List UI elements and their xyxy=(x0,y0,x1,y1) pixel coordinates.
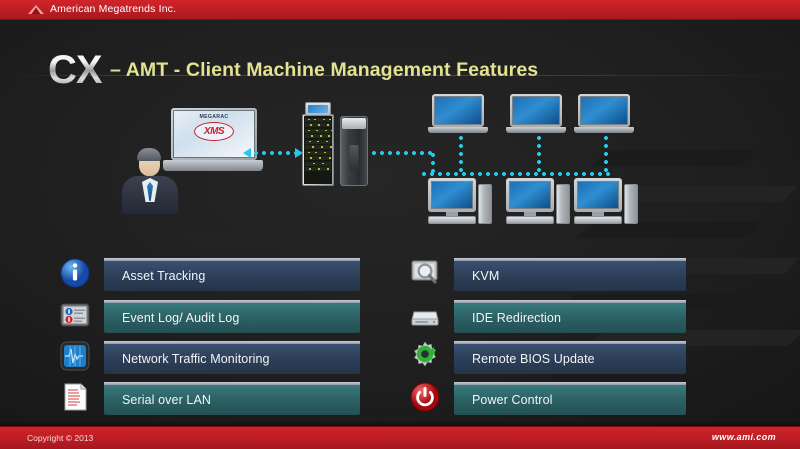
title-divider xyxy=(8,75,792,76)
bus-riser xyxy=(431,151,435,174)
client-drop-line xyxy=(537,134,541,174)
cx-logotype: CX xyxy=(48,48,103,92)
feature-event-log[interactable]: Event Log/ Audit Log xyxy=(104,300,360,333)
title-row: CX – AMT - Client Machine Management Fea… xyxy=(0,24,800,90)
feature-remote-bios-update[interactable]: Remote BIOS Update xyxy=(454,341,686,374)
event-log-icon xyxy=(60,300,90,330)
monitor-magnifier-icon xyxy=(410,258,440,288)
company-name: American Megatrends Inc. xyxy=(50,3,177,15)
page-title: – AMT - Client Machine Management Featur… xyxy=(110,59,539,81)
server-rack xyxy=(302,102,334,186)
feature-serial-over-lan[interactable]: Serial over LAN xyxy=(104,382,360,415)
title-separator: – xyxy=(110,59,121,81)
megarac-wordmark: MEGARAC xyxy=(199,114,229,120)
feature-asset-tracking[interactable]: Asset Tracking xyxy=(104,258,360,291)
feature-network-traffic-monitoring[interactable]: Network Traffic Monitoring xyxy=(104,341,360,374)
hard-drive-icon xyxy=(410,300,440,330)
link-server-bus xyxy=(370,151,433,155)
client-network-bus xyxy=(420,172,610,176)
footer-bar: Copyright © 2013 www.ami.com xyxy=(0,426,800,449)
title-main-text: AMT - Client Machine Management Features xyxy=(125,59,539,81)
administrator-figure xyxy=(120,134,190,224)
info-circle-icon xyxy=(60,258,90,288)
rack-console-screen xyxy=(305,102,331,116)
admin-laptop: MEGARAC XMS xyxy=(163,108,263,182)
brand-header-bar: American Megatrends Inc. xyxy=(0,0,800,20)
copyright-text: Copyright © 2013 xyxy=(27,433,94,443)
feature-label: Network Traffic Monitoring xyxy=(122,352,270,366)
feature-kvm[interactable]: KVM xyxy=(454,258,686,291)
feature-label: Event Log/ Audit Log xyxy=(122,311,240,325)
feature-power-control[interactable]: Power Control xyxy=(454,382,686,415)
feature-label: Serial over LAN xyxy=(122,393,212,407)
feature-label: Remote BIOS Update xyxy=(472,352,595,366)
client-drop-line xyxy=(459,134,463,174)
bg-chevron xyxy=(143,232,377,246)
feature-label: Asset Tracking xyxy=(122,269,206,283)
website-url[interactable]: www.ami.com xyxy=(711,432,776,442)
document-lines-icon xyxy=(60,382,90,412)
feature-ide-redirection[interactable]: IDE Redirection xyxy=(454,300,686,333)
server-tower xyxy=(340,116,368,186)
link-admin-server xyxy=(252,151,297,155)
gear-refresh-icon xyxy=(410,341,440,371)
network-monitor-icon xyxy=(60,341,90,371)
footer-shadow xyxy=(0,421,800,427)
feature-label: KVM xyxy=(472,269,500,283)
xms-logo: XMS xyxy=(194,122,234,141)
client-drop-line xyxy=(604,134,608,174)
feature-label: IDE Redirection xyxy=(472,311,562,325)
link-arrow-left xyxy=(243,148,251,158)
link-arrow-right xyxy=(295,148,303,158)
feature-label: Power Control xyxy=(472,393,553,407)
ami-triangle-logo-icon xyxy=(28,5,44,14)
architecture-diagram: MEGARAC XMS xyxy=(0,86,800,231)
power-button-icon xyxy=(410,382,440,412)
